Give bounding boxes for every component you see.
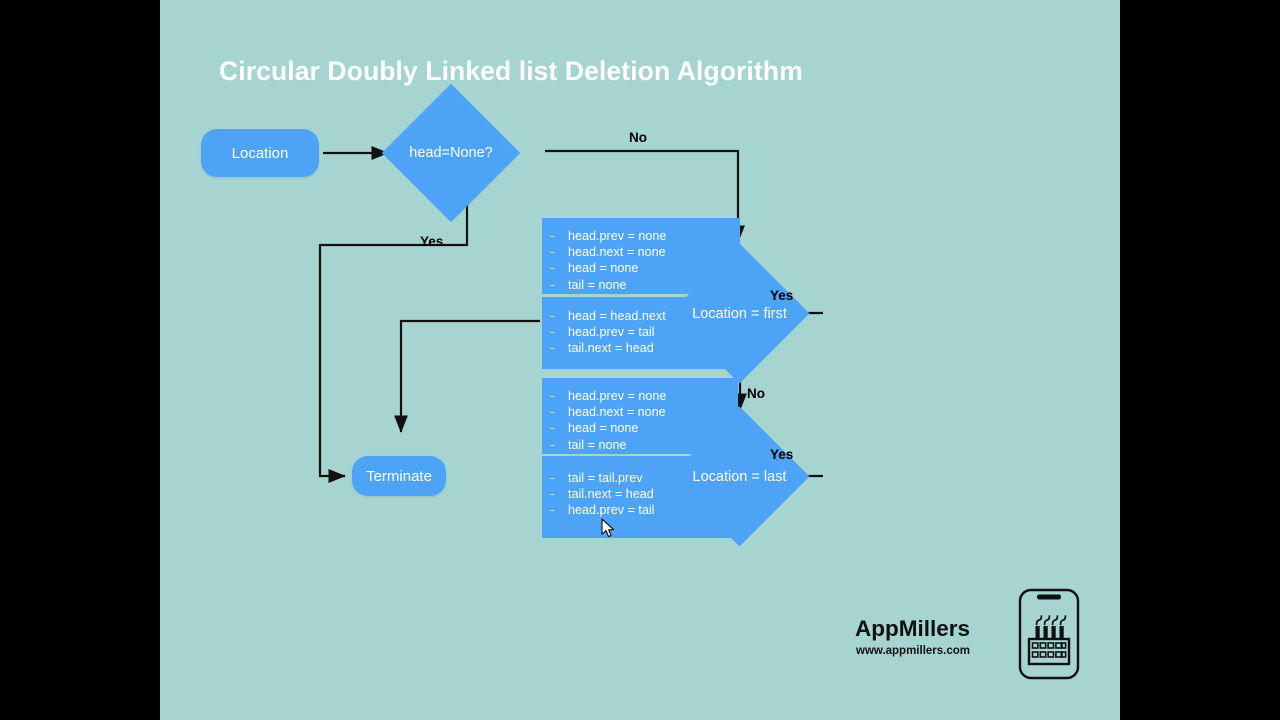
node-location-start[interactable]: Location: [201, 129, 319, 177]
bullet-dash: -: [550, 503, 555, 518]
edge-codeblocks-to-terminate: [393, 319, 540, 433]
bullet-dash: -: [550, 325, 555, 340]
code-line: -tail.next = head: [550, 341, 654, 356]
node-terminate[interactable]: Terminate: [352, 456, 446, 496]
page-title: Circular Doubly Linked list Deletion Alg…: [219, 56, 803, 86]
node-decision-location-last-label: Location = last: [692, 468, 787, 485]
code-block-first-single-node[interactable]: -head.prev = none -head.next = none -hea…: [542, 218, 740, 294]
edge-label-yes-head-none: Yes: [420, 234, 444, 249]
node-location-start-label: Location: [231, 144, 289, 162]
edge-head-none-yes: [318, 190, 469, 484]
code-block-last-single-node[interactable]: -head.prev = none -head.next = none -hea…: [542, 378, 738, 454]
code-block-last-multi-node[interactable]: -tail = tail.prev -tail.next = head -hea…: [542, 456, 738, 538]
code-line: -tail = none: [550, 277, 627, 292]
node-decision-head-none[interactable]: head=None?: [381, 83, 521, 223]
code-line: -head.next = none: [550, 245, 666, 260]
bullet-dash: -: [550, 405, 555, 420]
bullet-dash: -: [550, 341, 555, 356]
bullet-dash: -: [550, 277, 555, 292]
bullet-dash: -: [550, 229, 555, 243]
bullet-dash: -: [550, 389, 555, 403]
bullet-dash: -: [550, 437, 555, 452]
code-line: -head = none: [550, 421, 639, 436]
bullet-dash: -: [550, 471, 555, 485]
code-line: -head.prev = tail: [550, 325, 655, 340]
edge-label-yes-location-first: Yes: [770, 288, 794, 303]
code-line: -head = head.next: [550, 309, 666, 323]
bullet-dash: -: [550, 261, 555, 276]
edge-label-no-location-first: No: [747, 386, 765, 401]
code-line: -tail = tail.prev: [550, 471, 643, 485]
bullet-dash: -: [550, 421, 555, 436]
letterbox-bar-left: [0, 0, 160, 720]
edge-label-yes-location-last: Yes: [770, 447, 794, 462]
brand-url: www.appmillers.com: [856, 645, 970, 657]
edge-label-no-head-none: No: [629, 130, 647, 145]
bullet-dash: -: [550, 309, 555, 323]
node-terminate-label: Terminate: [366, 467, 432, 485]
code-line: -head.prev = tail: [550, 503, 655, 518]
node-decision-location-first[interactable]: Location = first: [669, 243, 810, 384]
node-decision-location-first-label: Location = first: [692, 305, 787, 322]
code-line: -tail = none: [550, 437, 627, 452]
code-line: -head.prev = none: [550, 229, 667, 243]
brand-name: AppMillers: [854, 616, 970, 641]
letterbox-bar-right: [1120, 0, 1280, 720]
code-line: -head.prev = none: [550, 389, 667, 403]
branding: AppMillers www.appmillers.com: [855, 584, 1080, 685]
node-decision-head-none-label: head=None?: [409, 145, 493, 161]
node-decision-location-last[interactable]: Location = last: [669, 406, 810, 547]
code-line: -tail.next = head: [550, 487, 654, 502]
phone-factory-icon: [1018, 588, 1080, 685]
bullet-dash: -: [550, 487, 555, 502]
code-line: -head.next = none: [550, 405, 666, 420]
code-block-first-multi-node[interactable]: -head = head.next -head.prev = tail -tai…: [542, 297, 740, 369]
mouse-cursor: [601, 518, 617, 545]
bullet-dash: -: [550, 245, 555, 260]
code-line: -head = none: [550, 261, 639, 276]
slide-canvas: Circular Doubly Linked list Deletion Alg…: [160, 0, 1120, 720]
